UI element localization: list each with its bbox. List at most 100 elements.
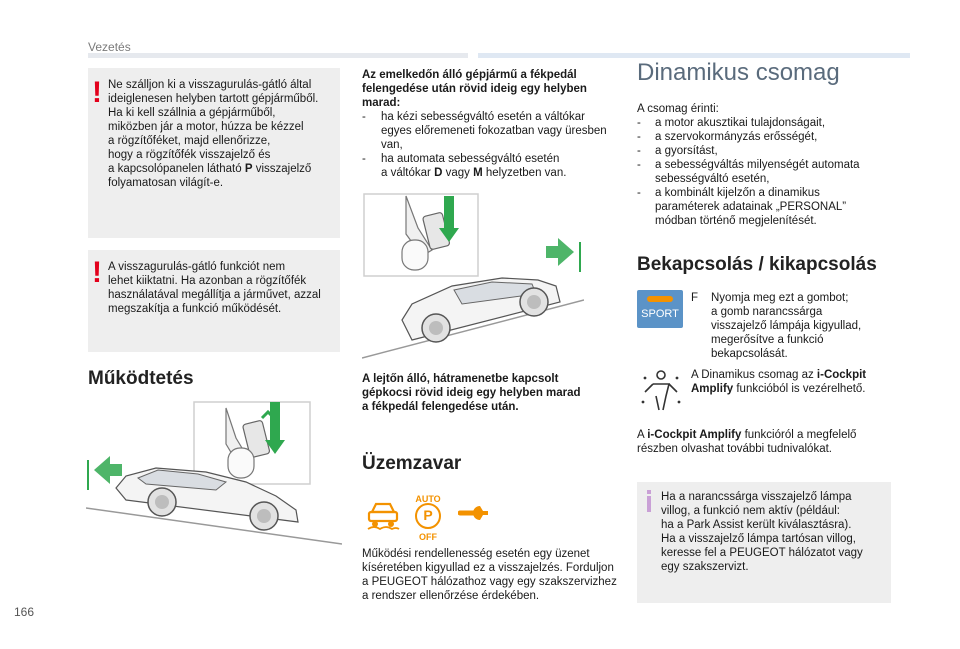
downhill-heading-3: a fékpedál felengedése után. bbox=[362, 401, 519, 413]
cockpit-ref-line-2: részben olvashat további tudnivalókat. bbox=[637, 443, 832, 455]
auto-parking-fault-icon: AUTO P OFF bbox=[410, 492, 446, 542]
cockpit-ref-post: funkcióról a megfelelő bbox=[741, 429, 857, 441]
uphill-item-1-line-1: ha kézi sebességváltó esetén a váltókar bbox=[381, 111, 585, 123]
dynamic-pack-intro: A csomag érinti: bbox=[637, 103, 719, 115]
warning2-line-1: A visszagurulás-gátló funkciót nem bbox=[108, 261, 286, 273]
warning-exclamation-icon: ! bbox=[92, 76, 102, 109]
operation-title: Működtetés bbox=[88, 368, 194, 389]
warning1-line-7-text: a kapcsolópanelen látható bbox=[108, 163, 245, 175]
sport-led bbox=[647, 296, 673, 302]
warning2-line-2: lehet kiiktatni. Ha azonban a rögzítőfék bbox=[108, 275, 307, 287]
warning1-line-6: hogy a rögzítőfék visszajelző és bbox=[108, 149, 271, 161]
warning-exclamation-icon-2: ! bbox=[92, 256, 102, 289]
off-label: OFF bbox=[419, 532, 437, 542]
pack-dash-4: - bbox=[637, 159, 641, 171]
fault-text-4: a rendszer ellenőrzése érdekében. bbox=[362, 590, 540, 602]
warning1-line-8: folyamatosan világít-e. bbox=[108, 177, 224, 189]
p-circle bbox=[415, 503, 441, 529]
info-icon-dot bbox=[647, 490, 651, 494]
warning1-after-bold: visszajelző bbox=[252, 163, 312, 175]
info-line-4: Ha a visszajelző lámpa tartósan villog, bbox=[661, 533, 856, 545]
sport-text-4: megerősítve a funkció bbox=[711, 334, 824, 346]
p-label: P bbox=[423, 507, 433, 523]
pack-dash-5: - bbox=[637, 187, 641, 199]
uphill-dash-2: - bbox=[362, 153, 366, 165]
fault-title: Üzemzavar bbox=[362, 453, 462, 474]
hill-assist-fault-icon bbox=[367, 502, 400, 530]
pack-item-5-line-1: a kombinált kijelzőn a dinamikus bbox=[655, 187, 820, 199]
pack-item-5-line-2: paraméterek adatainak „PERSONAL” bbox=[655, 201, 847, 213]
downhill-heading-1: A lejtőn álló, hátramenetbe kapcsolt bbox=[362, 373, 559, 385]
cockpit-line2: funkcióból is vezérelhető. bbox=[733, 383, 866, 395]
cockpit-ref-line-1: A i-Cockpit Amplify funkcióról a megfele… bbox=[637, 428, 856, 442]
uphill-item-1-line-2: egyes előremeneti fokozatban vagy üresbe… bbox=[381, 125, 607, 137]
warning-box-1: ! Ne szálljon ki a visszagurulás-gátló á… bbox=[88, 68, 340, 238]
uphill-item-1-line-3: van, bbox=[381, 139, 403, 151]
gear-d: D bbox=[434, 167, 443, 179]
uphill-heading-1: Az emelkedőn álló gépjármű a fékpedál bbox=[362, 69, 577, 81]
uphill-item-2-end: helyzetben van. bbox=[482, 167, 567, 179]
wrench-icon bbox=[458, 506, 488, 520]
downhill-car-illustration bbox=[86, 401, 342, 545]
uphill-heading-3: marad: bbox=[362, 97, 401, 109]
info-line-6: egy szakszervizt. bbox=[661, 561, 749, 573]
pack-dash-2: - bbox=[637, 131, 641, 143]
fault-text-1: Működési rendellenesség esetén egy üzene… bbox=[362, 548, 590, 560]
uphill-car-illustration bbox=[362, 193, 584, 359]
pack-item-1: a motor akusztikai tulajdonságait, bbox=[655, 117, 826, 129]
pack-dash-3: - bbox=[637, 145, 641, 157]
pack-item-4-line-2: sebességváltó esetén, bbox=[655, 173, 770, 185]
uphill-item-2-pre: a váltókar bbox=[381, 167, 435, 179]
sport-button-icon: SPORT bbox=[637, 290, 683, 328]
warning2-line-4: megszakítja a funkció működését. bbox=[108, 303, 282, 315]
warning1-bold-p: P bbox=[244, 163, 253, 175]
warning2-line-3: használatával megállítja a járművet, azz… bbox=[108, 289, 321, 301]
sport-text-1: Nyomja meg ezt a gombot; bbox=[711, 292, 849, 304]
header-bar-left bbox=[88, 53, 468, 58]
i-cockpit-amplify-icon bbox=[641, 370, 681, 411]
uphill-item-2-line-1: ha automata sebességváltó esetén bbox=[381, 153, 560, 165]
cockpit-bold: i-Cockpit bbox=[816, 369, 867, 381]
cockpit-text-line-1: A Dinamikus csomag az i-Cockpit bbox=[691, 368, 866, 382]
warning1-line-3: Ha ki kell szállnia a gépjárműből, bbox=[108, 107, 276, 119]
pack-item-4-line-1: a sebességváltás milyenségét automata bbox=[655, 159, 860, 171]
dynamic-pack-title: Dinamikus csomag bbox=[637, 59, 840, 86]
header-section: Vezetés bbox=[88, 40, 131, 54]
info-line-2: villog, a funkció nem aktív (például: bbox=[661, 505, 840, 517]
info-line-5: keresse fel a PEUGEOT hálózatot vagy bbox=[661, 547, 863, 559]
page-number: 166 bbox=[14, 605, 35, 619]
cockpit-ref-bold: i-Cockpit Amplify bbox=[647, 429, 742, 441]
sport-label: SPORT bbox=[641, 308, 679, 320]
on-off-title: Bekapcsolás / kikapcsolás bbox=[637, 254, 877, 275]
fault-text-3: a PEUGEOT hálózathoz vagy egy szakszervi… bbox=[362, 576, 617, 588]
cockpit-line2-bold: Amplify bbox=[691, 383, 734, 395]
pack-item-5-line-3: módban történő megjelenítését. bbox=[655, 215, 817, 227]
pack-item-3: a gyorsítást, bbox=[655, 145, 718, 157]
sport-text-2: a gomb narancssárga bbox=[711, 306, 823, 318]
info-line-3: ha a Park Assist került kiválasztásra). bbox=[661, 519, 852, 531]
info-icon bbox=[647, 496, 651, 512]
sport-text-3: visszajelző lámpája kigyullad, bbox=[711, 320, 862, 332]
warning1-line-1: Ne szálljon ki a visszagurulás-gátló ált… bbox=[108, 79, 312, 91]
cockpit-ref-pre: A bbox=[637, 429, 648, 441]
warning-box-2: ! A visszagurulás-gátló funkciót nem leh… bbox=[88, 250, 340, 352]
fault-text-2: kíséretében kigyullad ez a visszajelzés.… bbox=[362, 562, 614, 574]
auto-label: AUTO bbox=[415, 494, 441, 504]
uphill-item-2-line-2: a váltókar D vagy M helyzetben van. bbox=[381, 166, 566, 180]
header-bar-right bbox=[478, 53, 910, 58]
pack-dash-1: - bbox=[637, 117, 641, 129]
uphill-dash-1: - bbox=[362, 111, 366, 123]
info-box: Ha a narancssárga visszajelző lámpa vill… bbox=[637, 482, 891, 603]
warning1-line-4: miközben jár a motor, húzza be kézzel bbox=[108, 121, 304, 133]
gear-m: M bbox=[473, 167, 483, 179]
sport-text-5: bekapcsolását. bbox=[711, 348, 788, 360]
cockpit-text-line-2: Amplify funkcióból is vezérelhető. bbox=[691, 382, 866, 396]
cockpit-pre: A Dinamikus csomag az bbox=[691, 369, 817, 381]
info-line-1: Ha a narancssárga visszajelző lámpa bbox=[661, 491, 852, 503]
warning1-line-7: a kapcsolópanelen látható P visszajelző bbox=[108, 162, 311, 176]
downhill-heading-2: gépkocsi rövid ideig egy helyben marad bbox=[362, 387, 581, 399]
sport-bullet: F bbox=[691, 292, 699, 304]
warning1-line-2: ideiglenesen helyben tartott gépjárműből… bbox=[108, 93, 319, 105]
uphill-item-2-mid: vagy bbox=[442, 167, 474, 179]
pack-item-2: a szervokormányzás erősségét, bbox=[655, 131, 818, 143]
